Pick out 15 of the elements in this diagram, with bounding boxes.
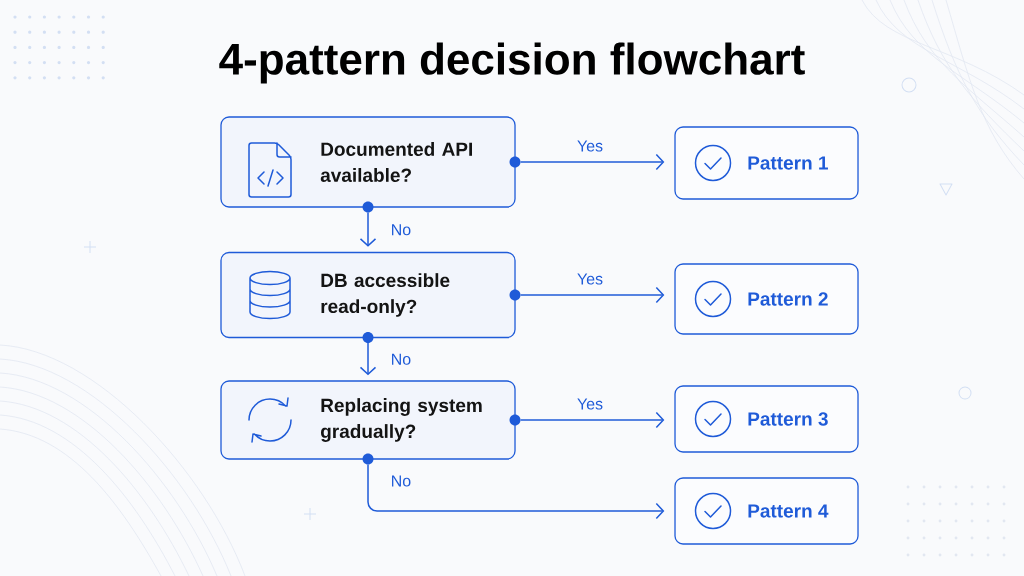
result-box: Pattern 2 xyxy=(674,263,859,335)
arrow xyxy=(519,153,665,171)
decision-box: DB accessible read-only? xyxy=(220,251,516,339)
arrow xyxy=(519,286,665,304)
decision-box: Replacing system gradually? xyxy=(220,380,516,460)
edge-label: No xyxy=(389,352,413,367)
result-box: Pattern 1 xyxy=(674,126,859,200)
arrow xyxy=(367,463,665,520)
arrow xyxy=(519,411,665,429)
arrow xyxy=(359,342,377,376)
result-box: Pattern 3 xyxy=(674,385,859,453)
decision-box: Documented API available? xyxy=(220,116,516,208)
result-box: Pattern 4 xyxy=(674,477,859,545)
title: 4-pattern decision flowchart xyxy=(219,42,805,84)
arrow xyxy=(359,211,377,247)
